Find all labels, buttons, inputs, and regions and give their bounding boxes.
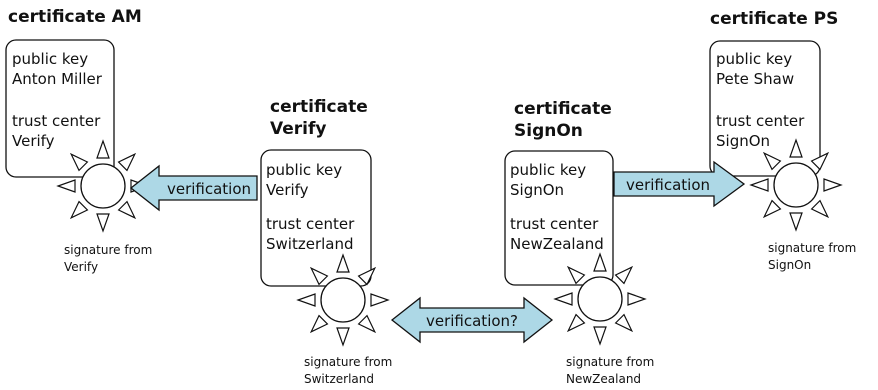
seal-ray xyxy=(789,212,803,232)
seal-ray xyxy=(810,199,830,219)
seal-ray xyxy=(96,213,110,233)
certificate-verify-key-owner: Verify xyxy=(266,181,309,199)
certificate-ps-trust-center-name: SignOn xyxy=(716,132,770,150)
seal-disc xyxy=(80,163,126,209)
seal-ray xyxy=(762,151,782,171)
seal-switzerland-icon xyxy=(296,253,390,347)
signature-signon-line1: signature from xyxy=(768,241,856,255)
seal-ray xyxy=(96,139,110,159)
certificate-am-box xyxy=(5,39,115,178)
seal-signon-icon xyxy=(749,138,843,232)
seal-ray xyxy=(553,292,573,306)
signature-verify-line1: signature from xyxy=(64,243,152,257)
signature-verify-line2: Verify xyxy=(64,260,98,274)
certificate-signon-title-line1: certificate xyxy=(514,99,612,119)
certificate-ps-box xyxy=(709,40,821,177)
seal-ray xyxy=(357,266,377,286)
certificate-verify-title-line2: Verify xyxy=(270,119,326,139)
seal-newzealand-icon xyxy=(553,252,647,346)
certificate-ps-title: certificate PS xyxy=(710,9,838,29)
certificate-signon-key-owner: SignOn xyxy=(510,181,564,199)
signature-switzerland-line2: Switzerland xyxy=(304,372,374,386)
certificate-signon-trust-center-name: NewZealand xyxy=(510,235,604,253)
seal-ray xyxy=(296,293,316,307)
seal-ray xyxy=(336,253,350,273)
seal-disc xyxy=(320,277,366,323)
certificate-ps-key-label: public key xyxy=(716,50,792,68)
certificate-verify-trust-center-label: trust center xyxy=(266,215,355,233)
verification-arrow-right-label: verification xyxy=(626,176,710,194)
seal-ray xyxy=(593,252,607,272)
seal-ray xyxy=(749,178,769,192)
seal-ray xyxy=(789,138,803,158)
signature-newzealand-line1: signature from xyxy=(566,355,654,369)
seal-ray xyxy=(566,313,586,333)
certificate-signon-box xyxy=(504,150,614,286)
seal-ray xyxy=(762,199,782,219)
seal-ray xyxy=(627,292,647,306)
verification-arrow-middle-label: verification? xyxy=(426,312,518,330)
signature-newzealand-line2: NewZealand xyxy=(566,372,641,386)
signature-switzerland-line1: signature from xyxy=(304,355,392,369)
seal-ray xyxy=(309,266,329,286)
seal-ray xyxy=(566,265,586,285)
certificate-signon-title-line2: SignOn xyxy=(514,121,583,141)
certificate-verify-box xyxy=(260,149,372,287)
certificate-verify-key-label: public key xyxy=(266,161,342,179)
seal-ray xyxy=(357,314,377,334)
certificate-am-trust-center-label: trust center xyxy=(12,112,101,130)
certificate-signon-trust-center-label: trust center xyxy=(510,215,599,233)
certificate-am-key-label: public key xyxy=(12,50,88,68)
seal-ray xyxy=(69,152,89,172)
certificate-am-key-owner: Anton Miller xyxy=(12,70,103,88)
seal-ray xyxy=(69,200,89,220)
verification-arrow-left xyxy=(129,164,258,212)
verification-arrow-middle xyxy=(390,296,554,344)
certificate-verify-title-line1: certificate xyxy=(270,97,368,117)
seal-disc xyxy=(773,162,819,208)
certificate-am-title: certificate AM xyxy=(8,7,142,27)
seal-ray xyxy=(593,326,607,346)
certificate-signon-key-label: public key xyxy=(510,161,586,179)
seal-ray xyxy=(823,178,843,192)
seal-ray xyxy=(336,327,350,347)
seal-ray xyxy=(117,152,137,172)
verification-arrow-left-label: verification xyxy=(167,180,251,198)
certificate-ps-key-owner: Pete Shaw xyxy=(716,70,794,88)
certificate-ps-trust-center-label: trust center xyxy=(716,112,805,130)
seal-ray xyxy=(810,151,830,171)
seal-ray xyxy=(309,314,329,334)
seal-ray xyxy=(614,265,634,285)
certificate-am-trust-center-name: Verify xyxy=(12,132,55,150)
verification-arrow-right xyxy=(613,160,746,208)
seal-disc xyxy=(577,276,623,322)
signature-signon-line2: SignOn xyxy=(768,258,811,272)
seal-ray xyxy=(370,293,390,307)
seal-ray xyxy=(56,179,76,193)
certificate-verify-trust-center-name: Switzerland xyxy=(266,235,354,253)
seal-verify-icon xyxy=(56,139,150,233)
seal-ray xyxy=(614,313,634,333)
seal-ray xyxy=(117,200,137,220)
